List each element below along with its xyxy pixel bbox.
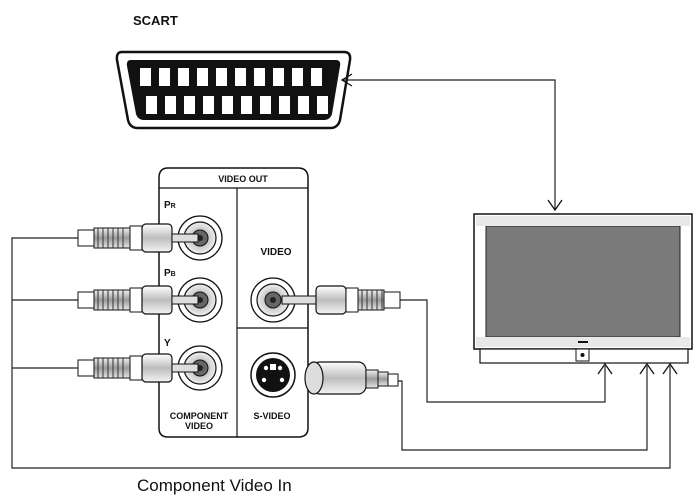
scart-pin <box>197 68 208 86</box>
component-label-line1: COMPONENT <box>170 411 229 421</box>
scart-pin <box>178 68 189 86</box>
scart-pin <box>235 68 246 86</box>
video-label: VIDEO <box>260 247 291 258</box>
pb-label: PB <box>164 268 176 279</box>
scart-pin <box>254 68 265 86</box>
video-cable <box>400 299 606 403</box>
y-label: Y <box>164 338 171 349</box>
tv-arrow-component-in <box>662 362 678 375</box>
scart-pin <box>292 68 303 86</box>
scart-pin <box>140 68 151 86</box>
scart-to-tv-cable <box>342 79 556 210</box>
tv-arrow-svideo-in <box>639 362 655 375</box>
component-cable <box>11 237 671 469</box>
svideo-jack <box>250 352 296 398</box>
svideo-label: S-VIDEO <box>253 411 290 421</box>
scart-pin <box>298 96 309 114</box>
scart-pin <box>146 96 157 114</box>
scart-pin <box>260 96 271 114</box>
scart-pin <box>279 96 290 114</box>
pb-subscript: B <box>171 271 176 278</box>
scart-pin <box>273 68 284 86</box>
pr-jack <box>177 215 223 261</box>
pb-plug <box>77 285 199 315</box>
scart-pin <box>203 96 214 114</box>
pr-plug <box>77 223 199 253</box>
rca-connectors <box>77 215 401 391</box>
tv-set <box>473 213 693 364</box>
scart-pin <box>159 68 170 86</box>
y-plug <box>77 353 199 383</box>
video-jack <box>250 277 296 323</box>
scart-pin <box>311 68 322 86</box>
scart-pins <box>140 68 328 114</box>
component-video-in-caption: Component Video In <box>137 476 292 495</box>
svideo-plug <box>304 361 399 395</box>
scart-pin <box>317 96 328 114</box>
scart-pin <box>216 68 227 86</box>
pr-subscript: R <box>171 203 176 210</box>
scart-pin <box>241 96 252 114</box>
svideo-cable <box>398 366 648 451</box>
tv-arrow-down-scart <box>547 199 563 212</box>
panel-title: VIDEO OUT <box>218 174 268 184</box>
scart-connector <box>115 50 352 130</box>
component-label-line2: VIDEO <box>185 421 213 431</box>
scart-pin <box>222 96 233 114</box>
scart-pin <box>184 96 195 114</box>
tv-arrow-video-in <box>597 362 613 375</box>
video-plug <box>281 285 401 315</box>
scart-label: SCART <box>133 13 178 28</box>
pr-label: PR <box>164 200 176 211</box>
scart-pin <box>165 96 176 114</box>
scart-arrow-left <box>340 73 353 87</box>
